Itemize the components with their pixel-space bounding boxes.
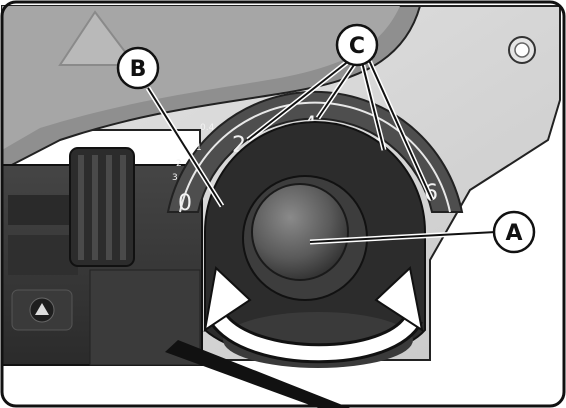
- callout-b-leader: [147, 87, 223, 207]
- left-slot-top: [8, 195, 78, 225]
- callout-c-leader-1: [247, 59, 351, 141]
- callout-b-label: B: [130, 57, 147, 82]
- screw-hole-inner: [514, 42, 530, 58]
- callout-c-label: C: [349, 34, 365, 59]
- rotate-arrow-head-right: [374, 266, 424, 333]
- legend-value-3: 3: [172, 173, 178, 183]
- left-slot-mid: [8, 235, 78, 275]
- rotate-arrow-icon: [212, 313, 421, 361]
- legend-value-1: 1: [196, 143, 202, 153]
- bottom-strap: [165, 340, 350, 408]
- adjustment-knob[interactable]: [251, 183, 349, 281]
- rib-1: [78, 155, 84, 260]
- callout-c-leader-3: [361, 61, 385, 151]
- callout-a-circle: [492, 210, 536, 254]
- legend-value-2: 2: [176, 159, 182, 169]
- rotate-arrow-head-left: [203, 266, 252, 333]
- callout-a-leader: [309, 231, 497, 243]
- rib-3: [106, 155, 112, 260]
- rib-2: [92, 155, 98, 260]
- warning-triangle-icon: [58, 10, 138, 66]
- callout-b-circle: [116, 46, 160, 90]
- callout-c-circle: [335, 23, 379, 67]
- callout-c-leader-2: [317, 61, 357, 119]
- scale-mark-0: 0: [178, 191, 192, 216]
- triangle-up-icon: [35, 303, 49, 315]
- dial-scale-line: [179, 101, 451, 213]
- rib-4: [120, 155, 126, 260]
- callout-a-label: A: [505, 221, 522, 246]
- legend-value-0-4: 0.4: [200, 123, 215, 133]
- callout-c-leader-4: [367, 57, 433, 201]
- ribbed-cap: [69, 147, 135, 267]
